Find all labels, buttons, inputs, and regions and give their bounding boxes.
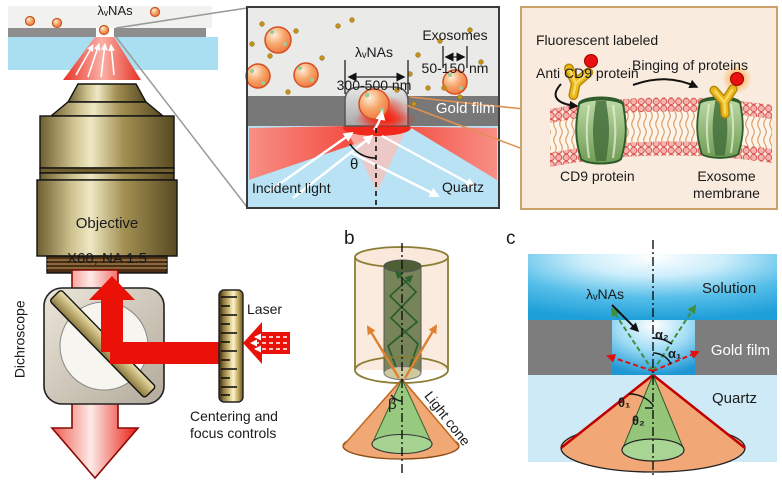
theta1-label: θ₁ (618, 395, 631, 410)
binding-label: Binging of proteins (632, 57, 748, 73)
fluorophore-bound (730, 72, 744, 86)
binding-arrows (554, 78, 699, 110)
panel-c-label: c (506, 228, 516, 249)
mini-exosome-dots (24, 6, 161, 36)
diverging-arrows (366, 324, 438, 379)
incident-light-label: Incident light (252, 180, 331, 196)
theta-label: θ (350, 156, 359, 173)
gold-film-right (695, 320, 777, 375)
alpha1-label: α₁ (668, 346, 682, 361)
panel-zoom (245, 6, 500, 209)
internal-reflection-arrows (386, 270, 420, 373)
exosome-measure (442, 46, 468, 68)
c-gold-film-label: Gold film (710, 342, 770, 359)
panel-b-label: b (344, 228, 355, 249)
zoom-quartz-label: Quartz (442, 179, 485, 195)
exosome-membrane-label: Exosome membrane (693, 168, 760, 201)
panel-c (528, 240, 777, 478)
dichroscope-label: Dichroscope (11, 300, 28, 379)
fluorophore-free (584, 54, 598, 68)
objective (36, 83, 178, 274)
cd9-protein-left (575, 96, 627, 165)
c-quartz-label: Quartz (712, 390, 758, 407)
zoom-nas-size-label: λᵥNAs 300-500 nm (336, 43, 412, 93)
theta2-label: θ₂ (632, 413, 645, 428)
beta-label: β (388, 396, 397, 413)
c-nas-label: λᵥNAs (586, 286, 624, 302)
reflected-beam (345, 126, 497, 180)
cd9-label: CD9 protein (560, 168, 635, 184)
theta-angle (349, 128, 377, 207)
fluorescent-title: Fluorescent labeled Anti CD9 protein (536, 31, 659, 81)
laser-input-arrow (243, 322, 290, 364)
alpha2-label: α₂ (655, 327, 669, 342)
zoom-exosomes-size-label: Exosomes 50-150 nm (421, 26, 489, 76)
mini-sample-scene (8, 6, 218, 80)
gold-film-left (528, 320, 612, 375)
panel-protein (520, 6, 778, 210)
reflection-arrows (267, 110, 476, 199)
laser-dial (218, 289, 244, 403)
zoom-gold-film-label: Gold film (435, 100, 495, 117)
controls-label: Centering and focus controls (190, 408, 278, 441)
zoom-callout-lines (115, 7, 248, 208)
mini-nas-label: λᵥNAs (97, 3, 133, 18)
alpha1-rays (606, 350, 700, 372)
laser-label: Laser (247, 301, 283, 317)
mini-light-arrows (75, 43, 116, 78)
alpha2-rays (610, 304, 697, 372)
solution-label: Solution (702, 280, 757, 297)
laser-beams (89, 276, 219, 364)
objective-label: Objective X60, NA 1.5 (66, 214, 148, 268)
nas-measure (344, 60, 409, 94)
protein-specks (249, 17, 484, 107)
nas-pointer-arrow (611, 304, 640, 333)
panel-b (342, 243, 460, 473)
